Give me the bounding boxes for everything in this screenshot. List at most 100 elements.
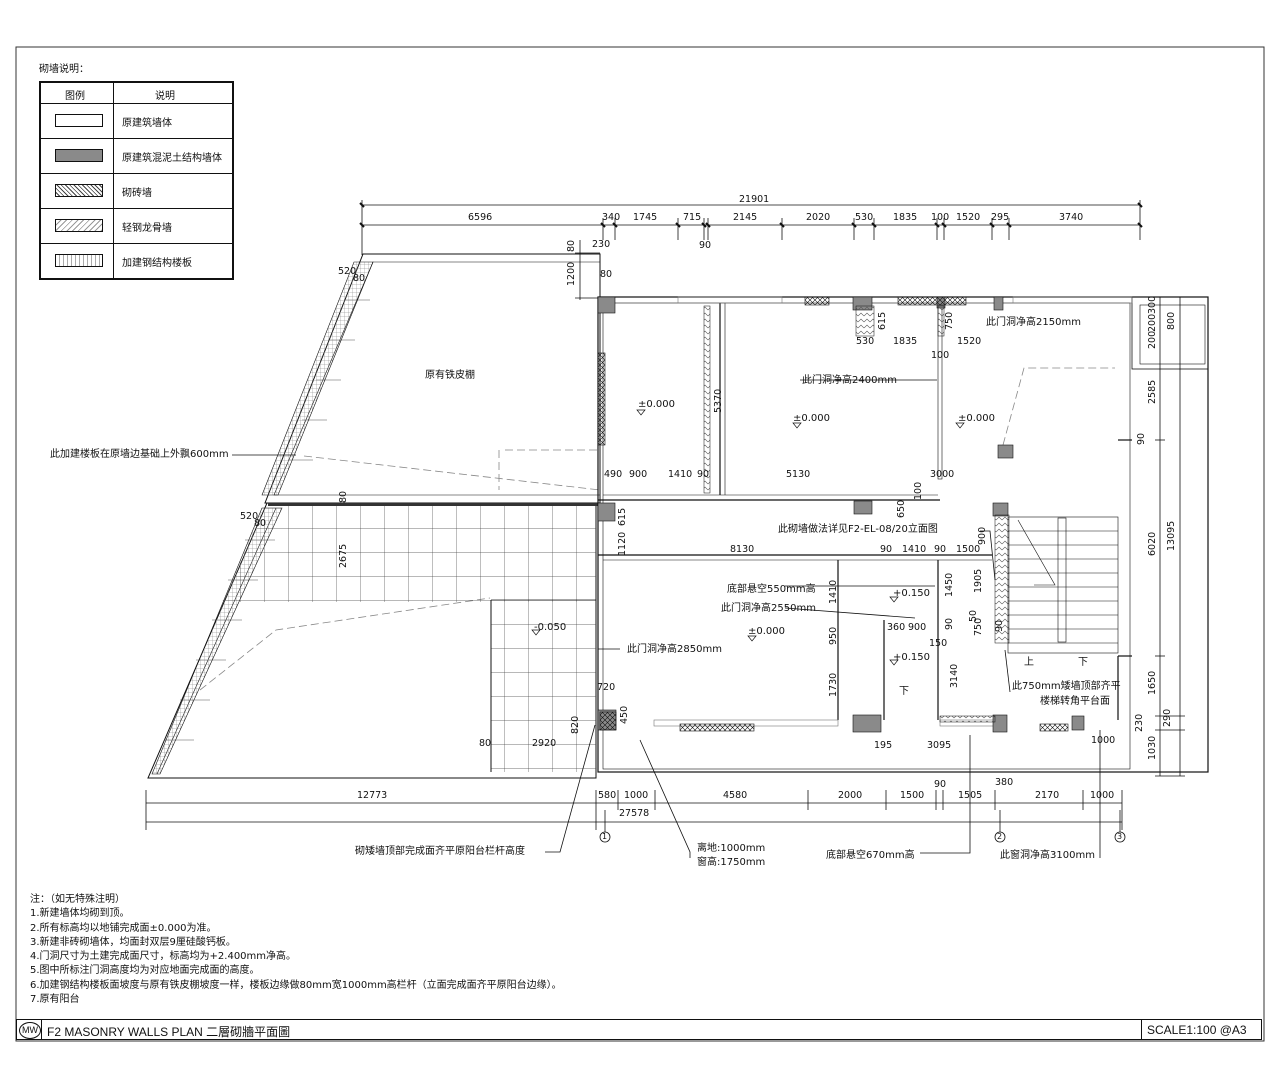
dim-inner: 615 [877,311,888,330]
dim-inner: 100 [913,481,924,500]
dim-inner: 530 [856,336,875,347]
note-line: 2.所有标高均以地铺完成面±0.000为准。 [30,922,217,934]
dim-inner: 90 [934,544,947,555]
note-line: 1.新建墙体均砌到顶。 [30,908,130,920]
drawing-title: F2 MASONRY WALLS PLAN 二層砌牆平面圖 [47,1025,291,1039]
dim-right: 230 [1134,713,1145,732]
dim-right: 1030 [1147,735,1158,760]
dim-right: 290 [1162,708,1173,727]
dim-small: 80 [254,518,267,529]
dim-top: 2145 [733,212,758,223]
legend-label: 原建筑墙体 [122,118,172,129]
dim-mid: 450 [619,705,630,724]
axis-label: 3 [1117,832,1123,841]
dim-small: 520 [240,511,259,522]
top-dimension-chain [359,200,1143,255]
dim-inner: 1835 [893,336,918,347]
dim-bottom: 4580 [723,790,748,801]
dim-bottom-small: 90 [934,779,947,790]
dim-top: 2020 [806,212,831,223]
note-line: 7.原有阳台 [30,994,80,1006]
dim-right: 6020 [1147,531,1158,556]
stair-up: 上 [1024,657,1034,668]
swatch-original-wall [55,114,103,127]
legend-row: 砌砖墙 [41,173,232,209]
legend-row: 加建钢结构楼板 [41,243,232,278]
bottom-hang-note: 底部悬空670mm高 [826,850,915,861]
dim-mid: 1410 [828,579,839,604]
stair [1007,516,1119,654]
dim-top: 715 [683,212,702,223]
level-mark: ±0.000 [958,413,996,424]
stair-down: 下 [899,686,909,697]
dim-inner: 5130 [786,469,811,480]
dim-mid: 195 [874,740,893,751]
title-divider [1141,1020,1142,1039]
dim-small: 520 [338,266,357,277]
legend-col-symbol: 图例 [65,91,85,102]
window-note: 窗高:1750mm [697,857,766,868]
dim-right: 90 [1136,432,1147,445]
low-wall-note: 此750mm矮墙顶部齐平 [1012,681,1121,692]
sill-note: 离地:1000mm [697,843,766,854]
dim-mid: 3095 [927,740,952,751]
dim-inner: 80 [338,490,349,503]
legend-table: 图例 说明 原建筑墙体 原建筑混泥土结构墙体 砌砖墙 轻钢龙骨墙 加建钢结构楼板 [39,81,234,280]
dim-small: 230 [592,239,611,250]
leader-lines [232,379,1101,858]
dim-inner: 1500 [956,544,981,555]
dim-inner: 90 [697,469,710,480]
dim-mid: 90 [944,617,955,630]
axis-label: 1 [602,832,608,841]
stair-down: 下 [1078,657,1088,668]
dim-inner: 5370 [713,388,724,413]
level-mark: -0.050 [534,622,567,633]
dim-right: 200 [1147,313,1158,332]
mw-badge: MW [19,1022,41,1039]
legend-row: 原建筑混泥土结构墙体 [41,138,232,174]
swatch-light-steel-wall [55,219,103,232]
bottom-dimension-chain [145,790,1123,832]
dim-mid: 900 [908,622,927,633]
wall-detail-note: 此砌墙做法详见F2-EL-08/20立面图 [778,524,938,535]
legend-col-description: 说明 [155,91,175,102]
dim-top: 1520 [956,212,981,223]
dim-right: 1650 [1147,670,1158,695]
swatch-concrete-wall [55,149,103,162]
dim-mid: 950 [828,626,839,645]
door-note: 此门洞净高2850mm [627,644,722,655]
dim-inner: 650 [896,499,907,518]
low-wall-note: 楼梯转角平台面 [1040,696,1110,707]
level-mark: ±0.000 [638,399,676,410]
dim-top: 530 [855,212,874,223]
swatch-brick-wall [55,184,103,197]
dim-small: 80 [600,269,613,280]
swatch-steel-slab [55,254,103,267]
title-divider [41,1020,42,1039]
dim-bottom: 12773 [357,790,388,801]
dim-bottom: 1000 [1090,790,1115,801]
dim-top: 340 [602,212,621,223]
dim-inner: 8130 [730,544,755,555]
dim-mid: 3140 [949,663,960,688]
dim-inner: 2675 [338,543,349,568]
dim-inner: 615 [617,507,628,526]
dim-bottom: 1505 [958,790,983,801]
steel-slab-area [222,503,598,772]
dim-top: 100 [931,212,950,223]
dim-mid: 720 [597,682,616,693]
dim-inner: 100 [931,350,950,361]
dim-bottom-total: 27578 [619,808,650,819]
level-mark: +0.150 [893,588,931,599]
level-mark: ±0.000 [748,626,786,637]
legend-header: 图例 说明 [41,83,232,104]
dim-mid: 2920 [532,738,557,749]
note-line: 5.图中所标注门洞高度均为对应地面完成面的高度。 [30,965,260,977]
dim-inner: 900 [629,469,648,480]
title-block: MW F2 MASONRY WALLS PLAN 二層砌牆平面圖 SCALE1:… [16,1019,1262,1040]
dim-mid: 90 [994,619,1005,632]
legend-label: 原建筑混泥土结构墙体 [122,153,222,164]
legend-row: 原建筑墙体 [41,103,232,139]
bottom-hang-note: 底部悬空550mm高 [727,584,816,595]
